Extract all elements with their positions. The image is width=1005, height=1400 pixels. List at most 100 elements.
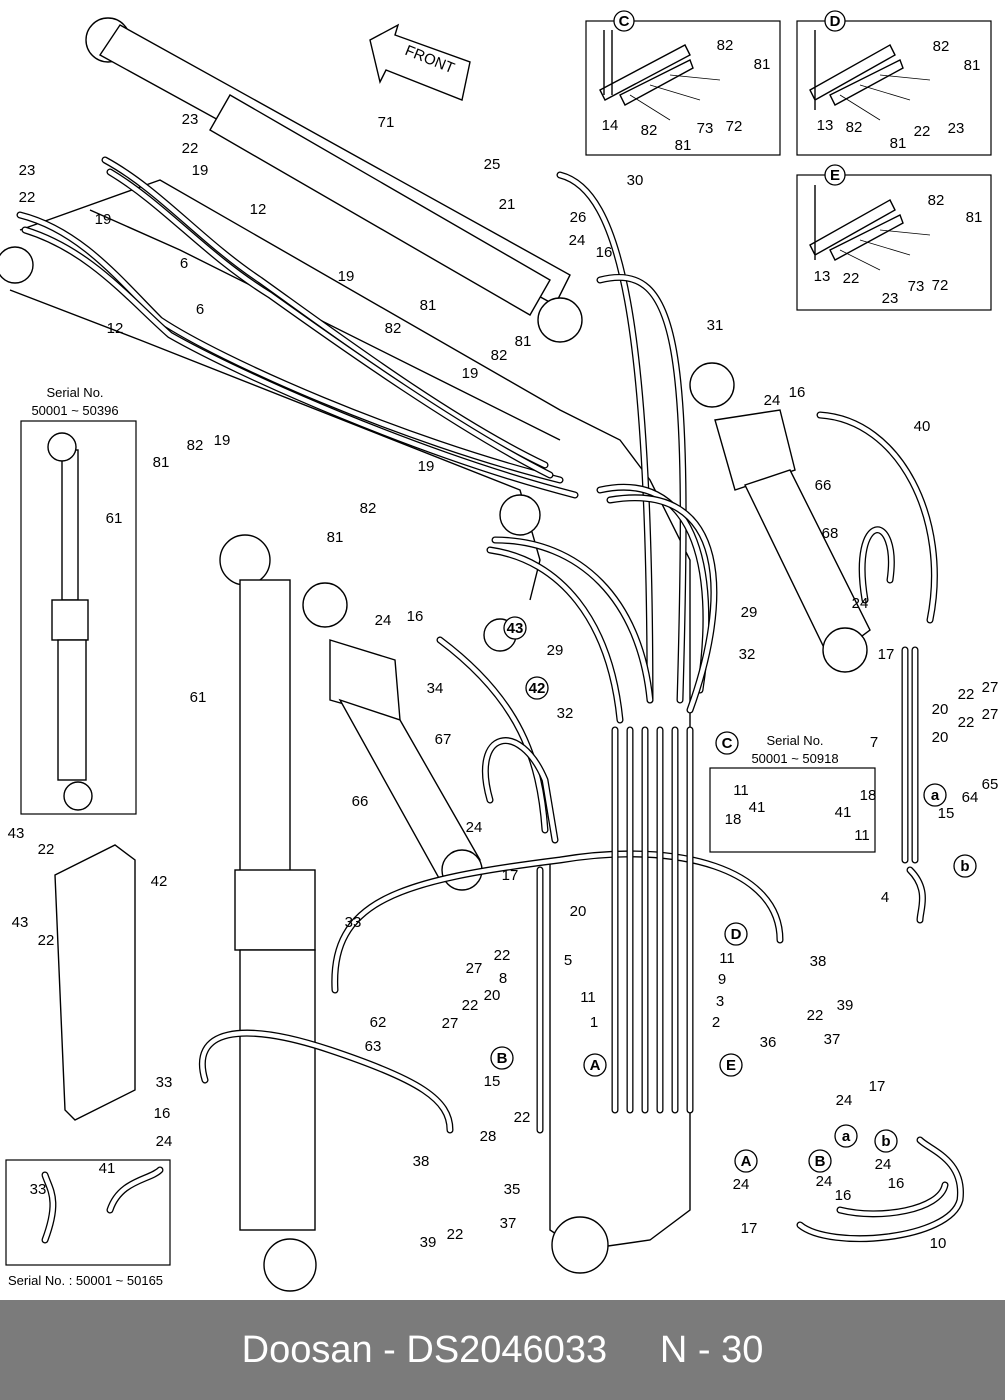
callout-circle (808, 1149, 832, 1173)
part-number-label: 72 (726, 118, 743, 135)
part-number-label: 34 (427, 680, 444, 697)
callout-label: C (722, 735, 733, 752)
part-number-label: 9 (718, 971, 726, 988)
part-number-label: 43 (12, 914, 29, 931)
part-number-label: 14 (602, 117, 619, 134)
part-number-label: 81 (675, 137, 692, 154)
part-number-label: 4 (881, 889, 889, 906)
part-number-label: 39 (837, 997, 854, 1014)
part-number-label: 22 (807, 1007, 824, 1024)
detail-box-marker (824, 164, 846, 186)
hose-line-inner (332, 851, 783, 993)
part-number-label: 63 (365, 1038, 382, 1055)
callout-label: b (881, 1133, 890, 1150)
part-number-label: 6 (180, 255, 188, 272)
serial-note: 50001 ~ 50396 (31, 403, 118, 418)
part-number-label: 31 (707, 317, 724, 334)
boom (0, 179, 691, 1274)
part-number-label: 35 (504, 1181, 521, 1198)
hose-line-inner (859, 527, 894, 603)
hose-line-inner (483, 738, 558, 843)
hose-line-inner (200, 1031, 453, 1133)
hose-line-inner (797, 1137, 963, 1241)
hose-line-inner (42, 1172, 56, 1243)
part-number-label: 64 (962, 789, 979, 806)
part-number-label: 24 (466, 819, 483, 836)
part-number-label: 6 (196, 301, 204, 318)
part-number-label: 23 (948, 120, 965, 137)
part-number-label: 27 (442, 1015, 459, 1032)
callout-label: b (960, 858, 969, 875)
detail-box-label: C (619, 13, 630, 30)
cylinder-71 (85, 17, 583, 343)
hose-line-inner (107, 1167, 163, 1213)
part-number-label: 27 (466, 960, 483, 977)
part-number-label: 11 (733, 782, 749, 799)
hose-line-inner (837, 1182, 948, 1217)
part-number-label: 16 (407, 608, 424, 625)
part-number-label: 13 (817, 117, 834, 134)
part-number-label: 22 (958, 714, 975, 731)
part-number-label: 22 (19, 189, 36, 206)
part-number-label: 16 (596, 244, 613, 261)
cylinder-66-right (689, 362, 871, 673)
part-number-label: 30 (627, 172, 644, 189)
part-number-label: 82 (187, 437, 204, 454)
part-number-label: 81 (153, 454, 170, 471)
part-number-label: 81 (327, 529, 344, 546)
part-number-label: 82 (385, 320, 402, 337)
part-number-label: 61 (106, 510, 123, 527)
part-number-label: 41 (99, 1160, 116, 1177)
part-number-label: 73 (908, 278, 925, 295)
serial-note: Serial No. (46, 385, 103, 400)
part-number-label: 22 (494, 947, 511, 964)
part-number-label: 3 (716, 993, 724, 1010)
part-number-label: 81 (420, 297, 437, 314)
part-number-label: 22 (38, 932, 55, 949)
part-number-label: 81 (515, 333, 532, 350)
part-number-label: 20 (932, 729, 949, 746)
part-number-label: 41 (835, 804, 852, 821)
part-number-label: 24 (375, 612, 392, 629)
part-number-label: 7 (870, 734, 878, 751)
part-number-label: 72 (932, 277, 949, 294)
hose-line-inner (607, 495, 717, 713)
part-number-label: 82 (491, 347, 508, 364)
part-number-label: 33 (156, 1074, 173, 1091)
detail-box-label: D (830, 13, 841, 30)
hose-line-inner (487, 547, 623, 723)
part-number-label: 36 (760, 1034, 777, 1051)
serial-box-bottom-left (5, 1159, 171, 1266)
serial-box-right (709, 767, 876, 853)
part-number-label: 16 (835, 1187, 852, 1204)
callout-circle (734, 1149, 758, 1173)
part-number-label: 22 (914, 123, 931, 140)
part-number-label: 16 (888, 1175, 905, 1192)
serial-box-left (20, 420, 137, 815)
part-number-label: 23 (182, 111, 199, 128)
callout-label: 42 (529, 680, 546, 697)
serial-note: 50001 ~ 50918 (751, 751, 838, 766)
part-number-label: 66 (815, 477, 832, 494)
front-arrow-icon (369, 23, 471, 101)
callout-label: B (815, 1153, 826, 1170)
part-number-label: 68 (822, 525, 839, 542)
part-number-label: 22 (958, 686, 975, 703)
callout-label: D (731, 926, 742, 943)
part-number-label: 24 (733, 1176, 750, 1193)
part-number-label: 24 (875, 1156, 892, 1173)
part-number-label: 32 (739, 646, 756, 663)
part-number-label: 21 (499, 196, 516, 213)
part-number-label: 33 (345, 914, 362, 931)
callout-circle (874, 1129, 898, 1153)
part-number-label: 82 (846, 119, 863, 136)
hose-line-inner (102, 157, 548, 468)
hose-line-inner (22, 227, 578, 498)
callout-circle (490, 1046, 514, 1070)
part-number-label: 61 (190, 689, 207, 706)
part-number-label: 5 (564, 952, 572, 969)
part-number-label: 2 (712, 1014, 720, 1031)
callout-label: 43 (507, 620, 524, 637)
part-number-label: 82 (641, 122, 658, 139)
part-number-label: 22 (514, 1109, 531, 1126)
